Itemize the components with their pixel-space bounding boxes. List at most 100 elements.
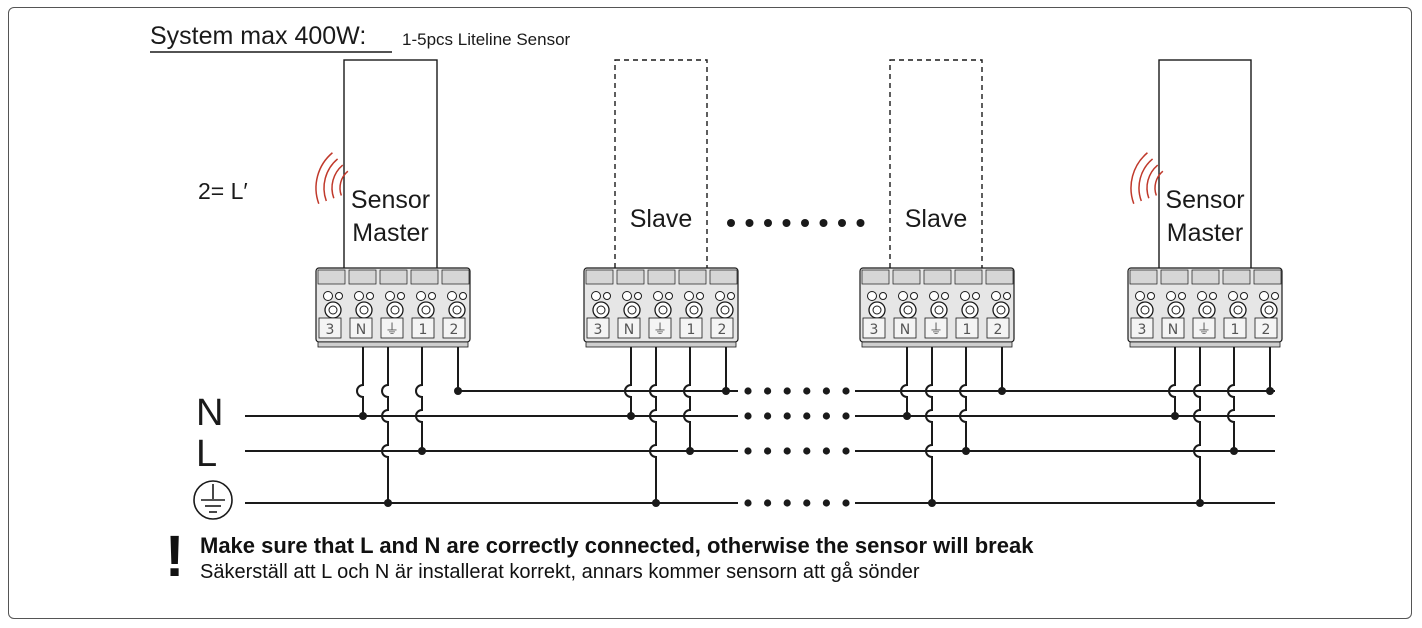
wire-entry-inner — [872, 305, 882, 315]
wire-entry — [623, 301, 641, 319]
release-hole — [603, 292, 611, 300]
terminal-slot — [1223, 317, 1247, 339]
release-hole — [715, 291, 725, 301]
terminal-top-tab — [1253, 269, 1282, 285]
release-hole — [1271, 292, 1279, 300]
wire-entry — [992, 301, 1010, 319]
release-hole — [385, 291, 395, 301]
release-hole — [960, 291, 970, 301]
wire-entry — [592, 301, 610, 319]
terminal-label: ⏚ — [653, 322, 667, 338]
wire-entry-inner — [903, 305, 913, 315]
terminal-top-tab — [923, 269, 952, 285]
wire-entry — [961, 301, 979, 319]
terminal-label: N — [356, 322, 366, 338]
terminal-top-tab — [585, 269, 614, 285]
terminal-base — [585, 341, 737, 348]
wire-entry-inner — [934, 305, 944, 315]
wire-entry — [654, 301, 672, 319]
system-note: 1-5pcs Liteline Sensor — [402, 30, 571, 49]
terminal-label: N — [624, 322, 634, 338]
terminal-label: 1 — [419, 322, 428, 338]
bus-dot — [842, 412, 850, 420]
bus-dot — [803, 499, 811, 507]
terminal-top-tab — [892, 269, 921, 285]
junction-dot — [384, 499, 392, 507]
release-hole — [1178, 292, 1186, 300]
vertical-wire — [649, 347, 657, 503]
release-hole — [653, 291, 663, 301]
release-hole — [1228, 291, 1238, 301]
bus-dot — [764, 447, 772, 455]
wire-entry-inner — [328, 305, 338, 315]
release-hole — [972, 292, 980, 300]
wireless-arc — [323, 158, 339, 202]
wire-entry — [716, 301, 734, 319]
terminal-slot — [679, 317, 703, 339]
terminal-slot — [411, 317, 435, 339]
release-hole — [1147, 292, 1155, 300]
release-hole — [428, 292, 436, 300]
terminal-label: ⏚ — [1197, 322, 1211, 338]
wire-entry — [417, 301, 435, 319]
terminal-label: 2 — [450, 322, 459, 338]
vertical-wire — [959, 347, 967, 451]
release-hole — [459, 292, 467, 300]
continuation-dots — [727, 219, 865, 507]
release-hole — [727, 292, 735, 300]
terminal-label: ⏚ — [929, 322, 943, 338]
slave-box — [614, 59, 708, 271]
wire-entry — [448, 301, 466, 319]
terminal-slot — [380, 317, 404, 339]
vertical-wire — [1227, 347, 1235, 451]
release-hole — [1003, 292, 1011, 300]
release-hole — [354, 291, 364, 301]
bus-dot — [764, 412, 772, 420]
release-hole — [696, 292, 704, 300]
terminal-slot — [648, 317, 672, 339]
system-max-label: System max 400W: — [150, 22, 366, 50]
release-hole — [397, 292, 405, 300]
terminal-top-tab — [317, 269, 346, 285]
wire-entry — [1229, 301, 1247, 319]
bus-dot — [744, 412, 752, 420]
release-hole — [1259, 291, 1269, 301]
earth-symbol-icon — [193, 480, 233, 520]
release-hole — [591, 291, 601, 301]
warning-swedish: Säkerställ att L och N är installerat ko… — [200, 561, 920, 583]
device-dot — [782, 219, 791, 227]
vertical-wire — [925, 347, 933, 503]
junction-dot — [652, 499, 660, 507]
wire-entry-inner — [452, 305, 462, 315]
vertical-wire — [624, 347, 632, 416]
master-label-line2: Master — [352, 219, 428, 247]
terminal-slot — [893, 317, 917, 339]
release-hole — [929, 291, 939, 301]
release-hole — [366, 292, 374, 300]
bus-dot — [744, 387, 752, 395]
terminal-top-tab — [1129, 269, 1158, 285]
release-hole — [622, 291, 632, 301]
wire-entry-inner — [627, 305, 637, 315]
slave-label-line1: Slave — [630, 205, 693, 233]
junction-dot — [686, 447, 694, 455]
terminal-slot — [924, 317, 948, 339]
wireless-arc — [331, 164, 344, 199]
junction-dot — [418, 447, 426, 455]
slave-box — [889, 59, 983, 271]
terminal-label: 3 — [1138, 322, 1147, 338]
bus-dot — [783, 387, 791, 395]
neutral-bus-label: N — [196, 392, 223, 434]
terminal-top-tab — [410, 269, 439, 285]
terminal-top-tab — [1160, 269, 1189, 285]
junction-dot — [722, 387, 730, 395]
bus-dot — [744, 499, 752, 507]
junction-dot — [928, 499, 936, 507]
bus-dot — [842, 387, 850, 395]
release-hole — [1166, 291, 1176, 301]
terminal-label: 1 — [687, 322, 696, 338]
wireless-signal-icon — [1130, 152, 1164, 204]
